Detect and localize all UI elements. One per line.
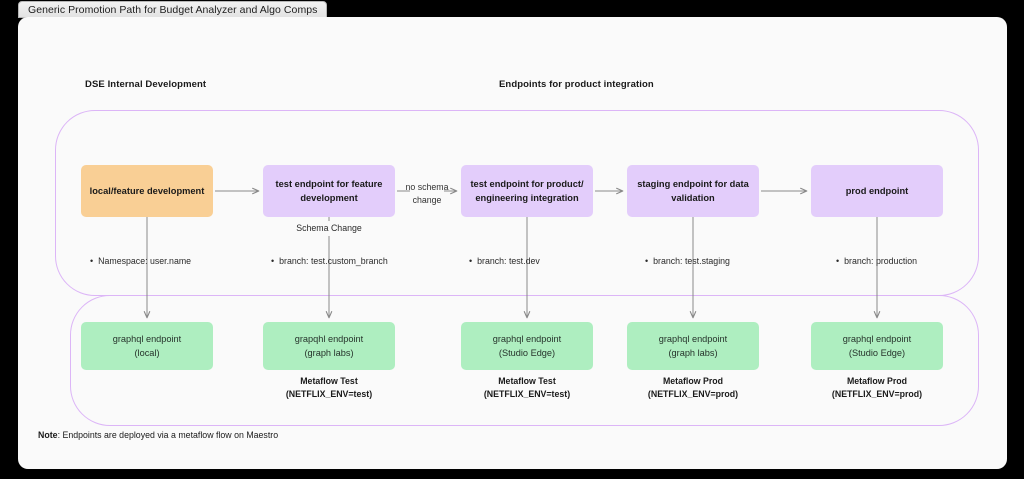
node-graphql-endpoint-studio-edge-test[interactable]: graphql endpoint (Studio Edge) (461, 322, 593, 370)
node-staging-endpoint-data-validation[interactable]: staging endpoint for data validation (627, 165, 759, 217)
graphql-endpoint-graph-labs-test-line1: grapqhl endpoint (294, 333, 364, 344)
graphql-endpoint-studio-edge-test-line1: graphql endpoint (492, 333, 562, 344)
node-prod-endpoint[interactable]: prod endpoint (811, 165, 943, 217)
annotation-branch-staging: branch: test.staging (645, 255, 730, 268)
footer-note: Note: Endpoints are deployed via a metaf… (38, 430, 278, 440)
section-label-endpoints-for-product-integration: Endpoints for product integration (499, 79, 654, 90)
caption-metaflow-prod-1: Metaflow Prod (NETFLIX_ENV=prod) (608, 375, 778, 401)
graphql-endpoint-graph-labs-prod-line2: (graph labs) (668, 348, 718, 358)
caption-metaflow-prod-2: Metaflow Prod (NETFLIX_ENV=prod) (792, 375, 962, 401)
footer-note-key: Note (38, 430, 58, 440)
annotation-branch-custom: branch: test.custom_branch (271, 255, 388, 268)
caption-metaflow-test-2-line1: Metaflow Test (498, 376, 556, 386)
edge-label-schema-change: Schema Change (263, 221, 395, 236)
graphql-endpoint-studio-edge-prod-line2: (Studio Edge) (848, 348, 906, 358)
caption-metaflow-test-1-line2: (NETFLIX_ENV=test) (285, 388, 373, 399)
node-graphql-endpoint-studio-edge-prod[interactable]: graphql endpoint (Studio Edge) (811, 322, 943, 370)
edge-label-no-schema-change-line2: change (412, 195, 442, 206)
annotation-namespace: Namespace: user.name (90, 255, 191, 268)
node-graphql-endpoint-graph-labs-test[interactable]: grapqhl endpoint (graph labs) (263, 322, 395, 370)
caption-metaflow-prod-1-line2: (NETFLIX_ENV=prod) (647, 388, 739, 399)
graphql-endpoint-studio-edge-test-line2: (Studio Edge) (498, 348, 556, 358)
edge-label-no-schema-change: no schema change (399, 181, 455, 207)
caption-metaflow-test-1: Metaflow Test (NETFLIX_ENV=test) (244, 375, 414, 401)
caption-metaflow-test-2: Metaflow Test (NETFLIX_ENV=test) (442, 375, 612, 401)
section-label-dse-internal-development: DSE Internal Development (85, 79, 207, 90)
node-test-endpoint-feature-development[interactable]: test endpoint for feature development (263, 165, 395, 217)
graphql-endpoint-local-line1: graphql endpoint (112, 333, 182, 344)
graphql-endpoint-studio-edge-prod-line1: graphql endpoint (842, 333, 912, 344)
annotation-branch-dev: branch: test.dev (469, 255, 540, 268)
edge-label-no-schema-change-line1: no schema (405, 182, 449, 192)
window-tab-title[interactable]: Generic Promotion Path for Budget Analyz… (18, 1, 328, 18)
diagram-canvas: DSE Internal Development Endpoints for p… (18, 17, 1007, 469)
graphql-endpoint-graph-labs-prod-line1: graphql endpoint (658, 333, 728, 344)
caption-metaflow-prod-2-line1: Metaflow Prod (846, 376, 908, 386)
browser-tabstrip: Generic Promotion Path for Budget Analyz… (18, 0, 1007, 20)
connector-lines (143, 187, 881, 319)
annotation-branch-production: branch: production (836, 255, 917, 268)
footer-note-text: : Endpoints are deployed via a metaflow … (57, 430, 279, 440)
group-container-graphql-endpoints (70, 295, 979, 426)
node-local-feature-development[interactable]: local/feature development (81, 165, 213, 217)
node-test-endpoint-product-engineering-integration[interactable]: test endpoint for product/ engineering i… (461, 165, 593, 217)
caption-metaflow-prod-1-line1: Metaflow Prod (662, 376, 724, 386)
caption-metaflow-prod-2-line2: (NETFLIX_ENV=prod) (831, 388, 923, 399)
graphql-endpoint-graph-labs-test-line2: (graph labs) (304, 348, 354, 358)
caption-metaflow-test-1-line1: Metaflow Test (300, 376, 358, 386)
graphql-endpoint-local-line2: (local) (134, 348, 160, 358)
node-graphql-endpoint-local[interactable]: graphql endpoint (local) (81, 322, 213, 370)
node-graphql-endpoint-graph-labs-prod[interactable]: graphql endpoint (graph labs) (627, 322, 759, 370)
caption-metaflow-test-2-line2: (NETFLIX_ENV=test) (483, 388, 571, 399)
